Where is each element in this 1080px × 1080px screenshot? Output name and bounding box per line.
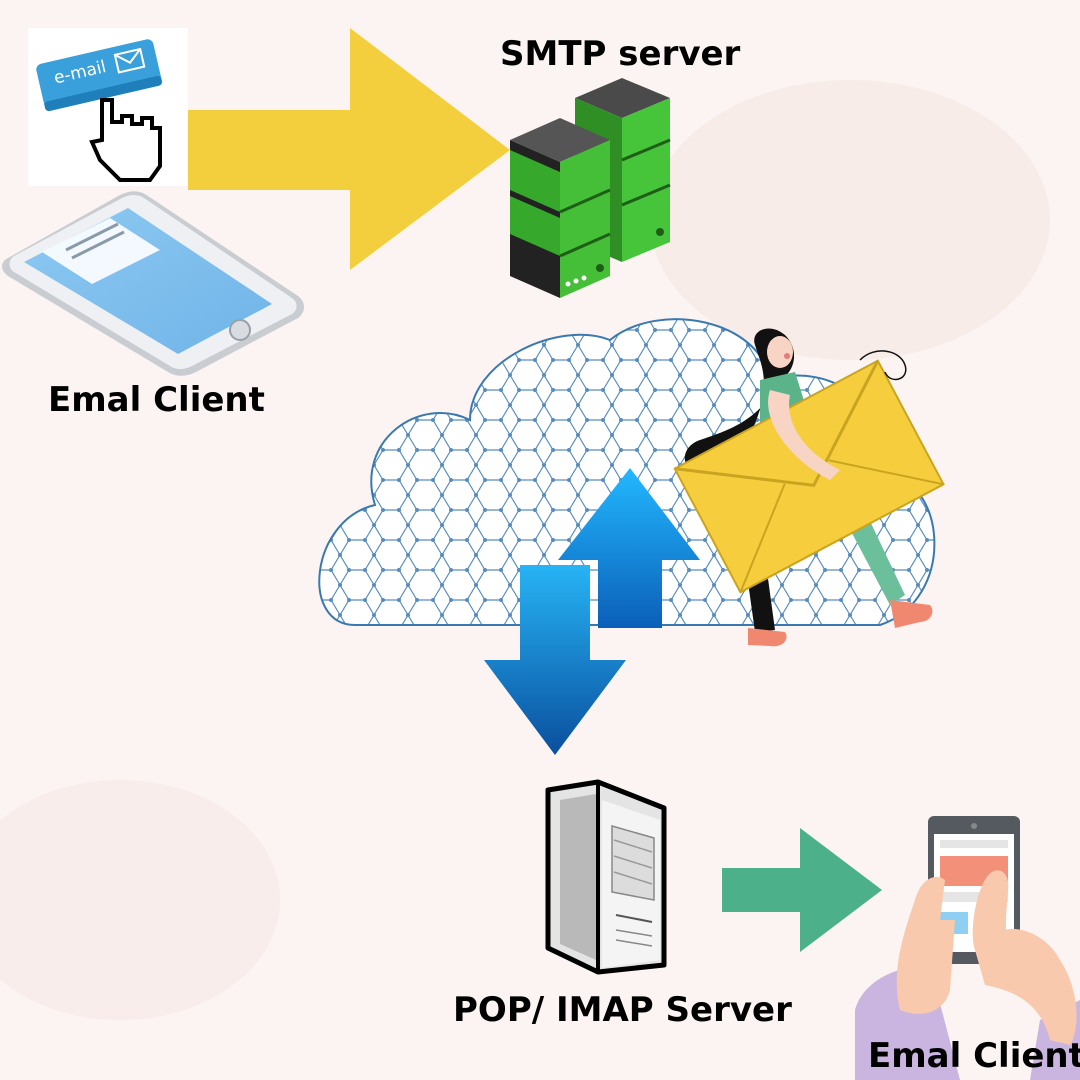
smtp-server-icon (510, 78, 671, 298)
blue-up-arrow (558, 468, 700, 628)
smtp-server-label: SMTP server (500, 34, 741, 74)
blue-down-arrow (484, 565, 626, 755)
email-client-label-top: Emal Client (48, 380, 265, 420)
email-client-label-bottom: Emal Client (868, 1036, 1080, 1076)
green-arrow-to-client (722, 828, 882, 952)
yellow-arrow-to-smtp (188, 28, 510, 270)
pop-imap-server-label: POP/ IMAP Server (453, 990, 792, 1030)
hand-cursor-icon (89, 98, 162, 182)
smartphone-icon (2, 191, 304, 376)
pop-imap-server-icon (545, 779, 667, 975)
email-button-image (28, 28, 188, 186)
person-with-envelope-illustration (673, 328, 945, 647)
hands-holding-phone-icon (855, 816, 1080, 1080)
